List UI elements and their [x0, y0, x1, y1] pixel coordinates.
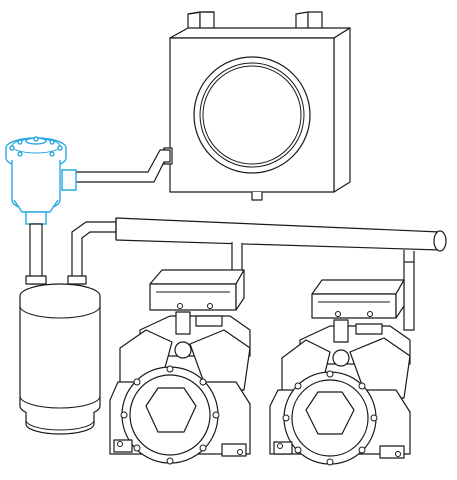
heat-exchanger [163, 11, 351, 201]
compressor-right [269, 279, 411, 466]
liquid-receiver [19, 283, 101, 435]
oil-separator [5, 136, 67, 225]
suction-header [115, 217, 447, 331]
discharge-pipe [61, 149, 171, 191]
compressor-left [109, 269, 251, 465]
return-pipe [67, 221, 121, 285]
separator-outlet-pipe [25, 223, 47, 285]
